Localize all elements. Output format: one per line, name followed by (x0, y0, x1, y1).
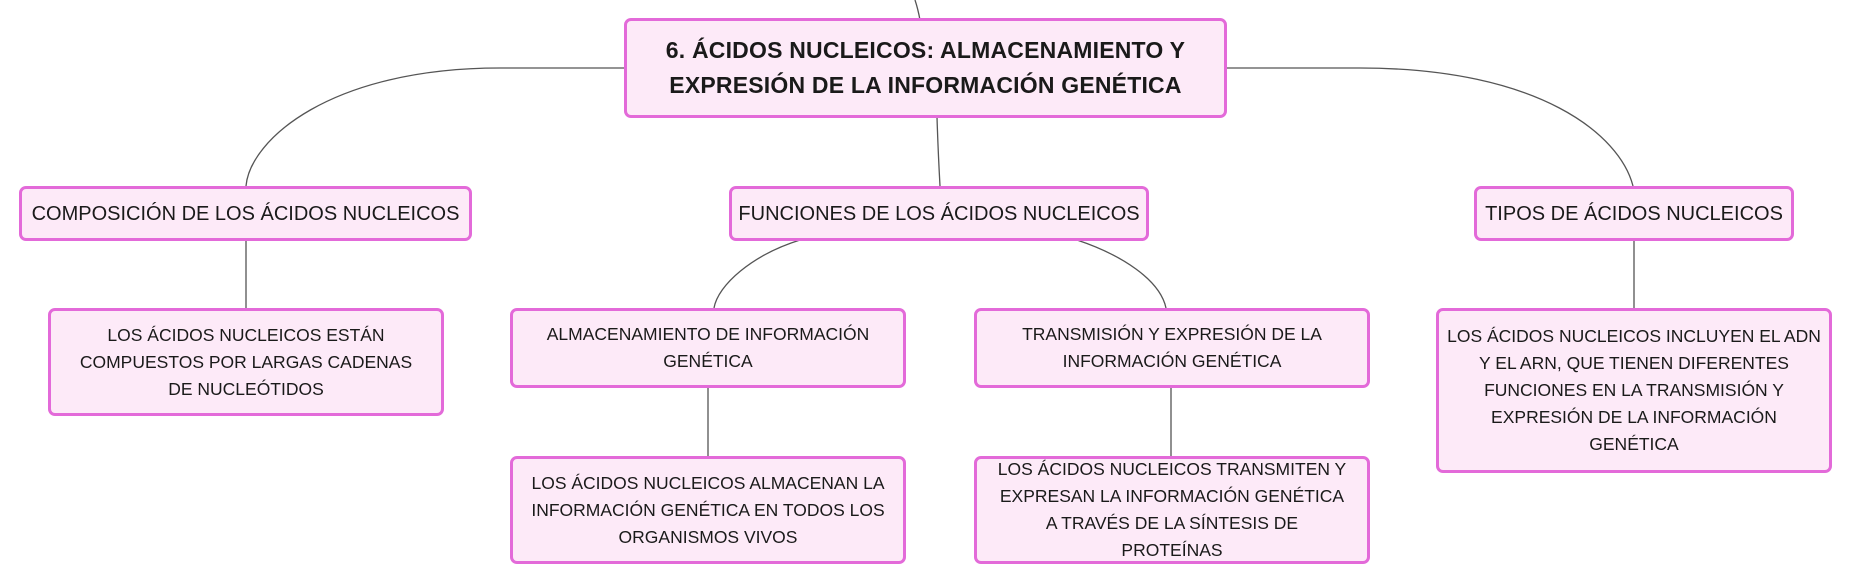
branch-node-composicion[interactable]: COMPOSICIÓN DE LOS ÁCIDOS NUCLEICOS (19, 186, 472, 241)
branch-node-tipos[interactable]: TIPOS DE ÁCIDOS NUCLEICOS (1474, 186, 1794, 241)
main-topic-label: 6. ÁCIDOS NUCLEICOS: ALMACENAMIENTO Y EX… (665, 37, 1186, 98)
leaf-node-transmision[interactable]: LOS ÁCIDOS NUCLEICOS TRANSMITEN Y EXPRES… (974, 456, 1370, 564)
connector-funciones-to-almacenamiento (713, 239, 801, 309)
branch-label: FUNCIONES DE LOS ÁCIDOS NUCLEICOS (738, 202, 1140, 225)
leaf-node-tipos[interactable]: LOS ÁCIDOS NUCLEICOS INCLUYEN EL ADN Y E… (1436, 308, 1832, 473)
leaf-label: LOS ÁCIDOS NUCLEICOS ESTÁN COMPUESTOS PO… (79, 324, 413, 399)
leaf-label: LOS ÁCIDOS NUCLEICOS INCLUYEN EL ADN Y E… (1447, 326, 1821, 454)
connector-funciones-to-transmision (1076, 239, 1167, 309)
connector-main-to-composicion (245, 67, 625, 187)
subbranch-node-almacenamiento[interactable]: ALMACENAMIENTO DE INFORMACIÓN GENÉTICA (510, 308, 906, 388)
branch-label: COMPOSICIÓN DE LOS ÁCIDOS NUCLEICOS (31, 202, 460, 225)
connector-main-to-funciones (936, 116, 941, 187)
leaf-label: LOS ÁCIDOS NUCLEICOS ALMACENAN LA INFORM… (531, 472, 885, 547)
subbranch-label: TRANSMISIÓN Y EXPRESIÓN DE LA INFORMACIÓ… (1022, 324, 1322, 371)
connector-main-to-tipos (1225, 67, 1634, 187)
leaf-node-composicion[interactable]: LOS ÁCIDOS NUCLEICOS ESTÁN COMPUESTOS PO… (48, 308, 444, 416)
leaf-node-almacenamiento[interactable]: LOS ÁCIDOS NUCLEICOS ALMACENAN LA INFORM… (510, 456, 906, 564)
connector-parent-to-main (914, 0, 921, 21)
subbranch-node-transmision[interactable]: TRANSMISIÓN Y EXPRESIÓN DE LA INFORMACIÓ… (974, 308, 1370, 388)
leaf-label: LOS ÁCIDOS NUCLEICOS TRANSMITEN Y EXPRES… (997, 459, 1347, 560)
branch-node-funciones[interactable]: FUNCIONES DE LOS ÁCIDOS NUCLEICOS (729, 186, 1149, 241)
branch-label: TIPOS DE ÁCIDOS NUCLEICOS (1485, 202, 1783, 225)
subbranch-label: ALMACENAMIENTO DE INFORMACIÓN GENÉTICA (546, 324, 870, 371)
main-topic-node[interactable]: 6. ÁCIDOS NUCLEICOS: ALMACENAMIENTO Y EX… (624, 18, 1227, 118)
